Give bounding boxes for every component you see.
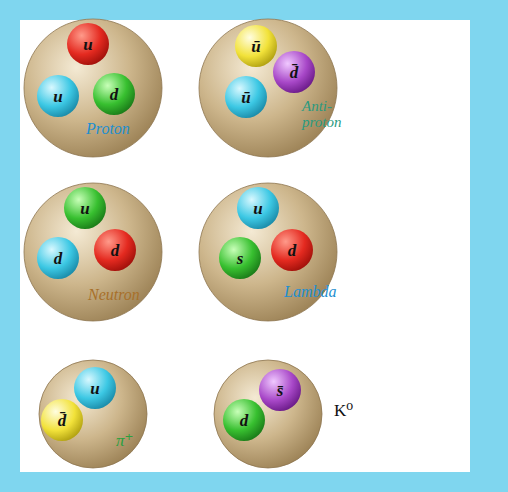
quark-label: s̄: [277, 382, 284, 399]
quark-label: d: [240, 412, 249, 429]
label-holder: Anti- proton: [302, 99, 352, 131]
hadron-sphere: d̄uπ⁺: [38, 359, 148, 469]
particle-name: Proton: [86, 121, 156, 138]
quark-fill: [37, 75, 79, 117]
quark-fill: [223, 399, 265, 441]
label-holder: Neutron: [88, 287, 168, 304]
quark-ball: s: [218, 236, 262, 280]
hadron-sphere: uddNeutron: [23, 182, 163, 322]
quark-label: d: [54, 250, 63, 267]
quark-ball: u: [236, 186, 280, 230]
quark-label: d: [110, 86, 119, 103]
hadron-sphere: ds̄K⁰: [213, 359, 323, 469]
quark-fill: [219, 237, 261, 279]
quark-label: u: [53, 88, 62, 105]
sphere-fill: [24, 19, 162, 157]
quark-ball: d: [222, 398, 266, 442]
label-holder: Proton: [86, 121, 156, 138]
quark-label: u: [253, 200, 262, 217]
quark-ball: u: [66, 22, 110, 66]
label-holder: Lambda: [284, 284, 354, 301]
quark-fill: [259, 369, 301, 411]
quark-fill: [37, 237, 79, 279]
quark-ball: u: [63, 186, 107, 230]
quark-label: d: [288, 242, 297, 259]
hadron-sphere: usdLambda: [198, 182, 338, 322]
quark-ball: s̄: [258, 368, 302, 412]
quark-ball: d: [36, 236, 80, 280]
label-holder: K⁰: [334, 402, 374, 420]
quark-fill: [225, 76, 267, 118]
quark-fill: [93, 73, 135, 115]
quark-label: ū: [251, 38, 260, 55]
sphere-fill: [199, 19, 337, 157]
particle-name: Neutron: [88, 287, 168, 304]
quark-label: u: [83, 36, 92, 53]
quark-ball: d: [93, 228, 137, 272]
quark-label: ū: [241, 89, 250, 106]
quark-label: u: [80, 200, 89, 217]
quark-fill: [41, 399, 83, 441]
particle-name: Lambda: [284, 284, 354, 301]
sphere-fill: [39, 360, 147, 468]
quark-ball: u: [73, 366, 117, 410]
quark-fill: [67, 23, 109, 65]
quark-fill: [94, 229, 136, 271]
quark-label: d̄: [58, 412, 67, 429]
quark-fill: [237, 187, 279, 229]
quark-label: d: [111, 242, 120, 259]
quark-fill: [273, 51, 315, 93]
quark-label: s: [237, 250, 244, 267]
quark-ball: ū: [224, 75, 268, 119]
sphere-fill: [199, 183, 337, 321]
hadron-sphere: u u dProton: [23, 18, 163, 158]
particle-name: π⁺: [116, 432, 156, 450]
particle-name: K⁰: [334, 402, 374, 420]
quark-fill: [271, 229, 313, 271]
quark-ball: d: [92, 72, 136, 116]
hadron-sphere: ūūd̄Anti- proton: [198, 18, 338, 158]
quark-ball: d: [270, 228, 314, 272]
particle-name: Anti- proton: [302, 99, 352, 131]
sphere-fill: [214, 360, 322, 468]
quark-ball: d̄: [40, 398, 84, 442]
quark-ball: u: [36, 74, 80, 118]
quark-fill: [64, 187, 106, 229]
quark-ball: ū: [234, 24, 278, 68]
quark-fill: [74, 367, 116, 409]
quark-ball: d̄: [272, 50, 316, 94]
label-holder: π⁺: [116, 432, 156, 450]
quark-label: u: [90, 380, 99, 397]
quark-label: d̄: [290, 64, 299, 81]
quark-fill: [235, 25, 277, 67]
